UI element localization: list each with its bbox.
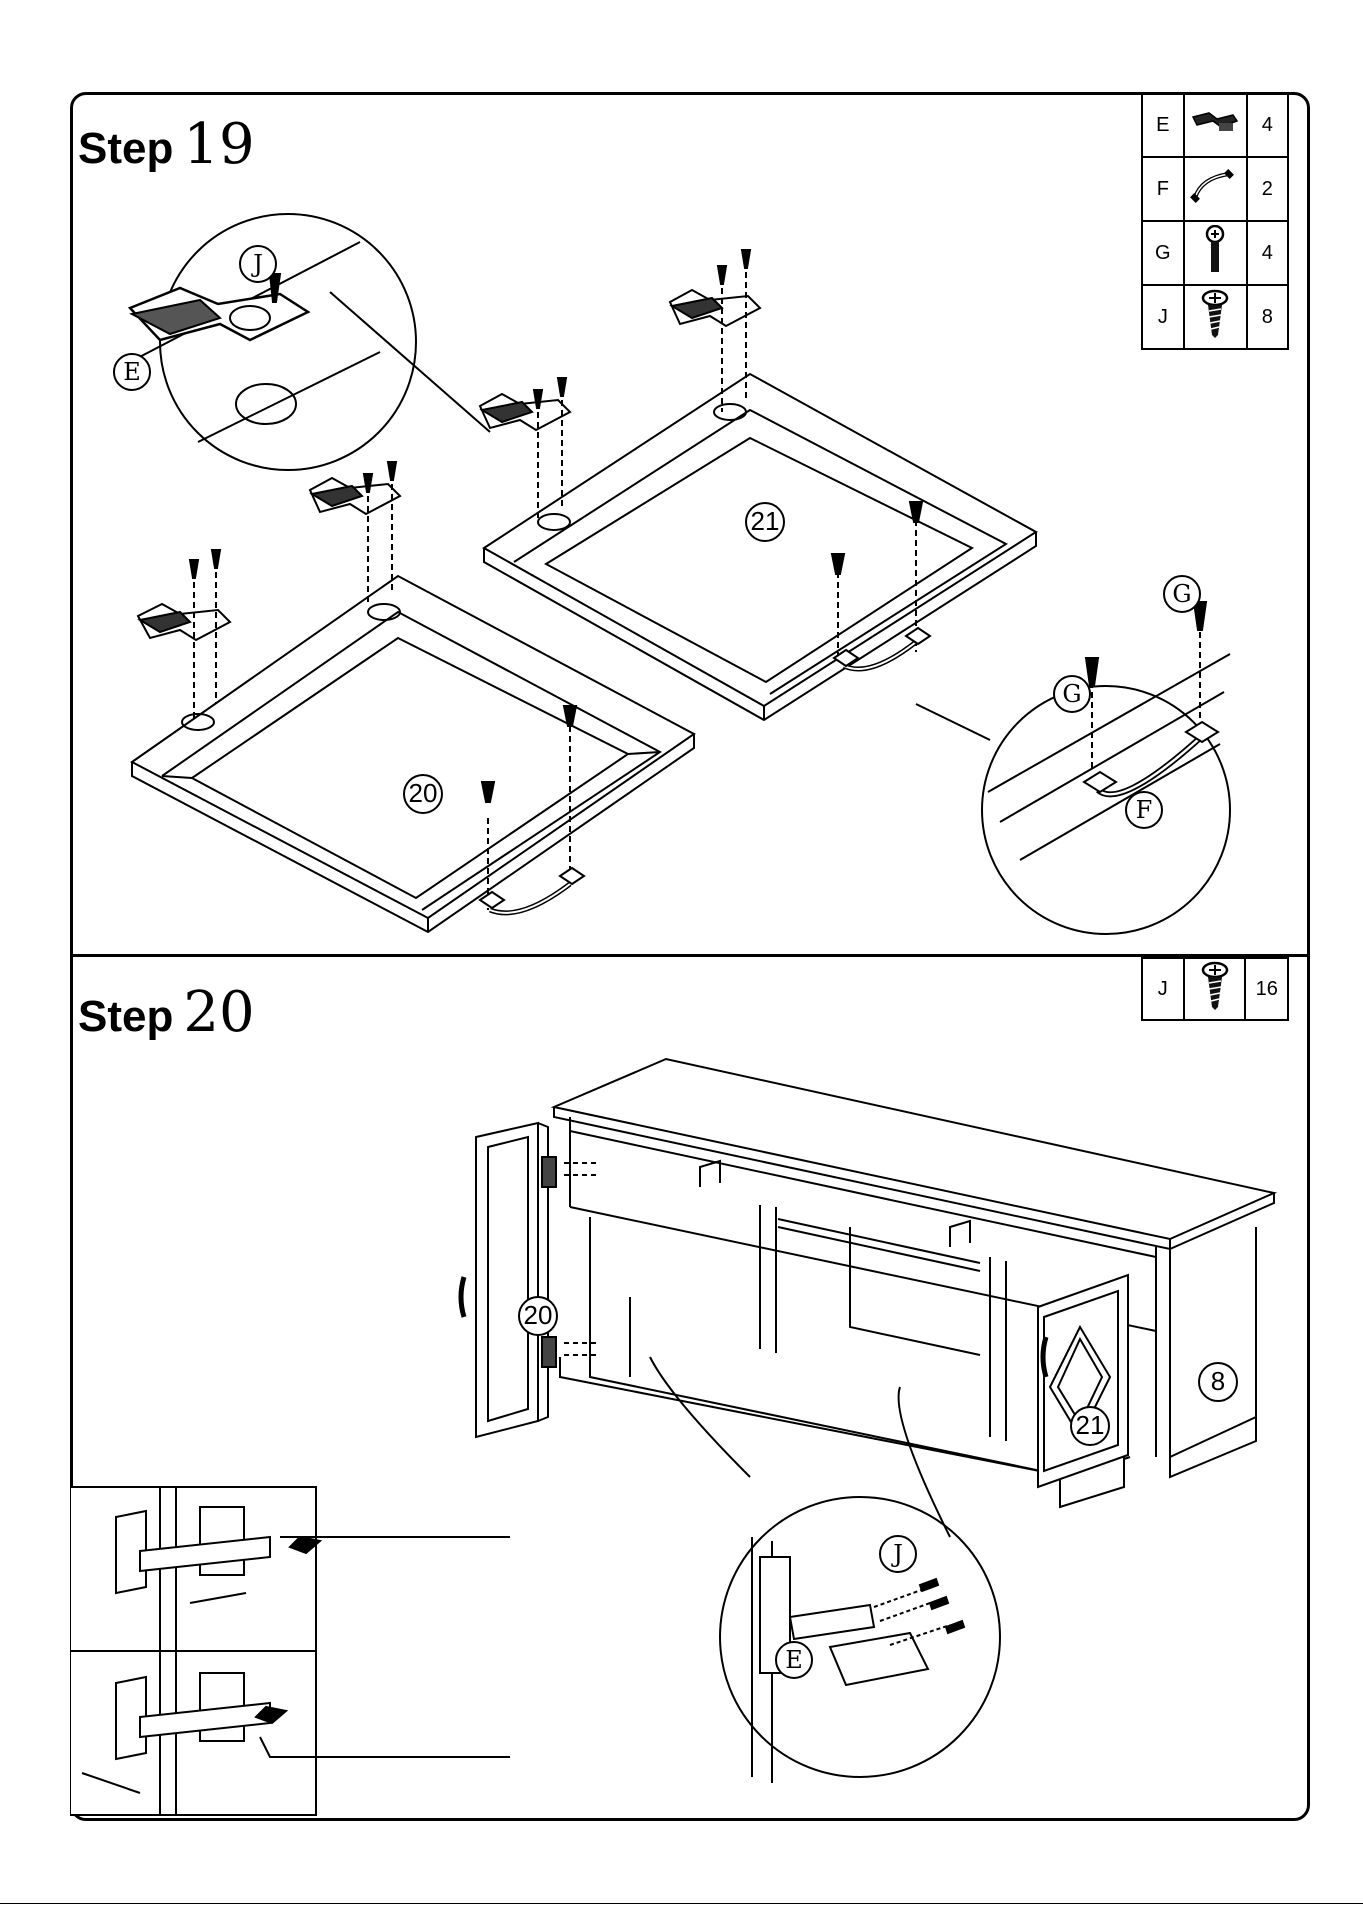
open-door-21-drawing [1038, 1275, 1128, 1507]
side-panel-callout: 8 [1196, 1360, 1240, 1404]
door-20-callout: 20 [401, 772, 445, 816]
handle-detail-label: F [1124, 796, 1164, 824]
door-20-label: 20 [401, 778, 445, 809]
step-20-screw-label: J [878, 1540, 918, 1568]
hinge-detail-label: E [112, 358, 152, 386]
page-bottom-rule [0, 1903, 1363, 1904]
open-door-20-callout: 20 [516, 1294, 560, 1338]
step-20-screw-callout: J [878, 1534, 918, 1574]
screw-detail-label: J [238, 250, 278, 278]
hinge-detail-callout: E [112, 352, 152, 392]
open-door-21-label: 21 [1068, 1410, 1112, 1441]
tv-stand-drawing [554, 1059, 1274, 1477]
step-20-hinge-callout: E [774, 1640, 814, 1680]
hinge-adjust-details [70, 1487, 510, 1815]
step-20-hinge-detail-circle [650, 1357, 1000, 1783]
handle-detail-circle [916, 602, 1230, 934]
step-20-illustration [70, 957, 1310, 1821]
door-21-label: 21 [743, 506, 787, 537]
hinge-detail-circle [130, 214, 490, 470]
bolt-callout-a: G [1162, 574, 1202, 614]
step-20-hinge-label: E [774, 1646, 814, 1674]
door-21-callout: 21 [743, 500, 787, 544]
open-door-20-label: 20 [516, 1300, 560, 1331]
open-door-20-drawing [461, 1123, 600, 1437]
door-21-drawing [480, 250, 1036, 720]
screw-detail-callout: J [238, 244, 278, 284]
open-door-21-callout: 21 [1068, 1404, 1112, 1448]
bolt-label-b: G [1052, 680, 1092, 708]
bolt-callout-b: G [1052, 674, 1092, 714]
handle-detail-callout: F [1124, 790, 1164, 830]
side-panel-label: 8 [1196, 1366, 1240, 1397]
bolt-label-a: G [1162, 580, 1202, 608]
